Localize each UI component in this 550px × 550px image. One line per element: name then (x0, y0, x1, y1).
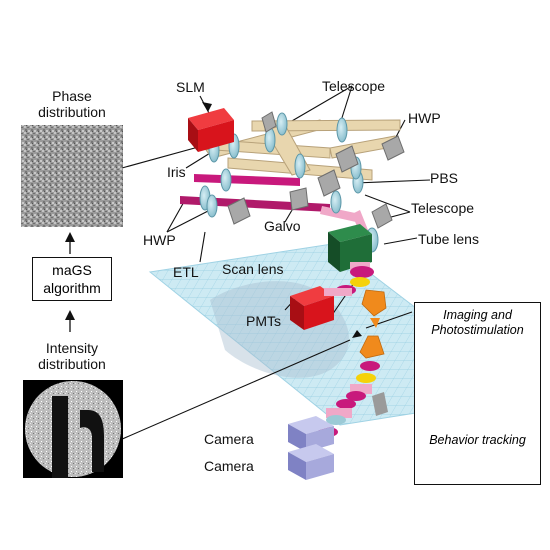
intensity-distribution-image (23, 380, 123, 478)
leader-arrowhead (352, 330, 362, 338)
label-etl: ETL (173, 264, 199, 280)
label-iris: Iris (167, 164, 186, 180)
behavior-inset-panel (414, 302, 541, 485)
phase-label-line1: Phase (52, 88, 92, 104)
pmt-red-box (290, 286, 334, 330)
intensity-label-line1: Intensity (45, 340, 99, 356)
arrow-up-icon (65, 232, 75, 242)
label-pmts: PMTs (246, 313, 281, 329)
label-hwp-right: HWP (408, 110, 441, 126)
inset-imaging-title: Imaging and Photostimulation (414, 308, 541, 338)
intensity-label-line2: distribution (38, 356, 106, 372)
phase-distribution-image (21, 125, 123, 227)
inset-title-line1: Imaging and (443, 308, 512, 322)
label-pbs: PBS (430, 170, 459, 186)
phase-label-line2: distribution (38, 104, 106, 120)
arrow-up-icon (65, 310, 75, 320)
camera-units (288, 416, 334, 480)
algorithm-label-line2: algorithm (43, 280, 101, 296)
mirrors (227, 111, 405, 229)
inset-behavior-label: Behavior tracking (429, 433, 526, 447)
label-telescope-right: Telescope (411, 200, 475, 216)
label-tube-lens: Tube lens (418, 231, 479, 247)
phase-label: Phase distribution (22, 88, 122, 120)
slm-device (188, 108, 234, 152)
algorithm-box: maGS algorithm (32, 257, 112, 301)
label-hwp-left: HWP (143, 232, 176, 248)
label-scan-lens: Scan lens (222, 261, 284, 277)
label-slm: SLM (176, 79, 205, 95)
intensity-label: Intensity distribution (14, 340, 130, 372)
label-telescope-top: Telescope (322, 78, 386, 94)
label-camera-1: Camera (204, 431, 254, 447)
leader-arrowhead (202, 102, 212, 112)
inset-title-line2: Photostimulation (431, 323, 524, 337)
algorithm-label-line1: maGS (52, 262, 92, 278)
label-galvo: Galvo (264, 218, 301, 234)
label-camera-2: Camera (204, 458, 254, 474)
